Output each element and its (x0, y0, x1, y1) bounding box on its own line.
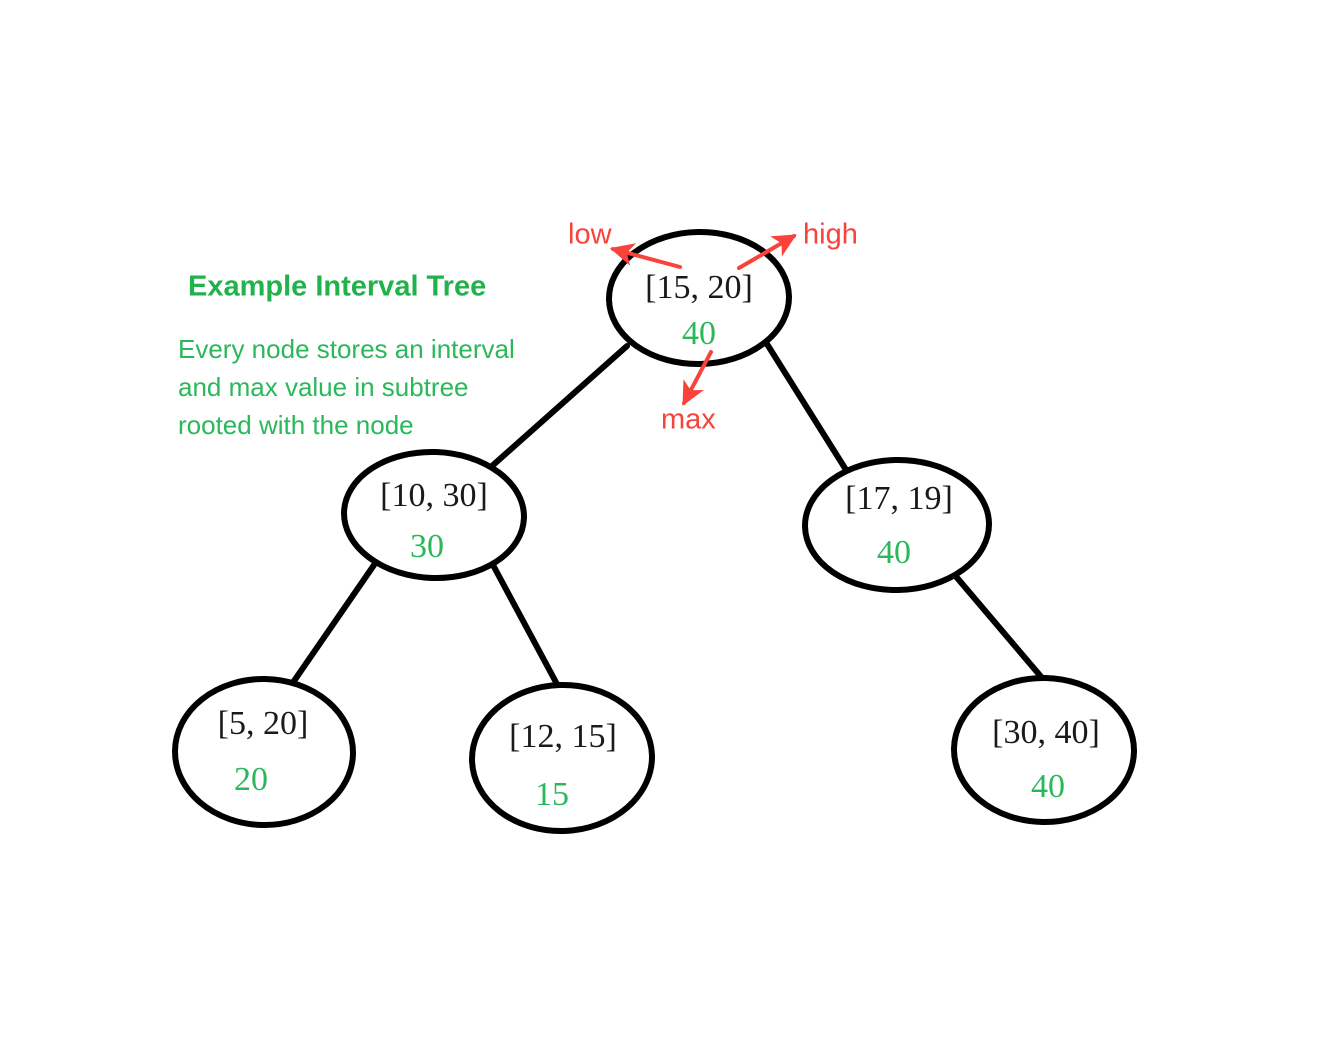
node-interval-label: [10, 30] (380, 477, 488, 514)
node-max-label: 20 (234, 761, 268, 798)
node-interval-label: [15, 20] (645, 269, 753, 306)
max-label: max (661, 404, 716, 436)
node-max-label: 15 (535, 776, 569, 813)
edge-right-to-right-right (950, 570, 1046, 682)
caption-line: and max value in subtree (178, 372, 469, 402)
node-max-label: 30 (410, 528, 444, 565)
annotation-arrows (609, 234, 797, 406)
caption-line: Every node stores an interval (178, 334, 515, 364)
edge-root-to-right (764, 341, 851, 476)
tree-node-root[interactable]: [15, 20] 40 (606, 228, 792, 368)
node-interval-label: [17, 19] (845, 480, 953, 517)
edge-left-to-left-left (291, 562, 377, 684)
node-ellipse (172, 675, 356, 829)
node-ellipse (469, 681, 655, 835)
tree-node-left[interactable]: [10, 30] 30 (341, 448, 527, 582)
tree-edges (291, 341, 1046, 689)
high-arrow (737, 234, 797, 270)
node-max-label: 40 (682, 315, 716, 352)
diagram-caption: Every node stores an interval and max va… (178, 334, 515, 440)
tree-node-left-right[interactable]: [12, 15] 15 (469, 681, 655, 835)
node-interval-label: [12, 15] (509, 718, 617, 755)
low-arrow (609, 243, 682, 269)
tree-node-left-left[interactable]: [5, 20] 20 (172, 675, 356, 829)
low-label: low (568, 219, 613, 251)
edge-left-to-left-right (490, 562, 561, 689)
node-max-label: 40 (877, 534, 911, 571)
node-max-label: 40 (1031, 768, 1065, 805)
tree-node-right[interactable]: [17, 19] 40 (802, 456, 992, 594)
node-ellipse (951, 674, 1137, 826)
high-label: high (803, 219, 858, 251)
annotation-labels: low high max (568, 219, 858, 436)
node-interval-label: [30, 40] (992, 714, 1100, 751)
max-arrow (682, 350, 713, 406)
caption-line: rooted with the node (178, 410, 414, 440)
edge-root-to-left (489, 343, 630, 469)
node-ellipse (802, 456, 992, 594)
node-interval-label: [5, 20] (218, 705, 309, 742)
node-ellipse (341, 448, 527, 582)
diagram-title: Example Interval Tree (188, 271, 486, 303)
tree-node-right-right[interactable]: [30, 40] 40 (951, 674, 1137, 826)
